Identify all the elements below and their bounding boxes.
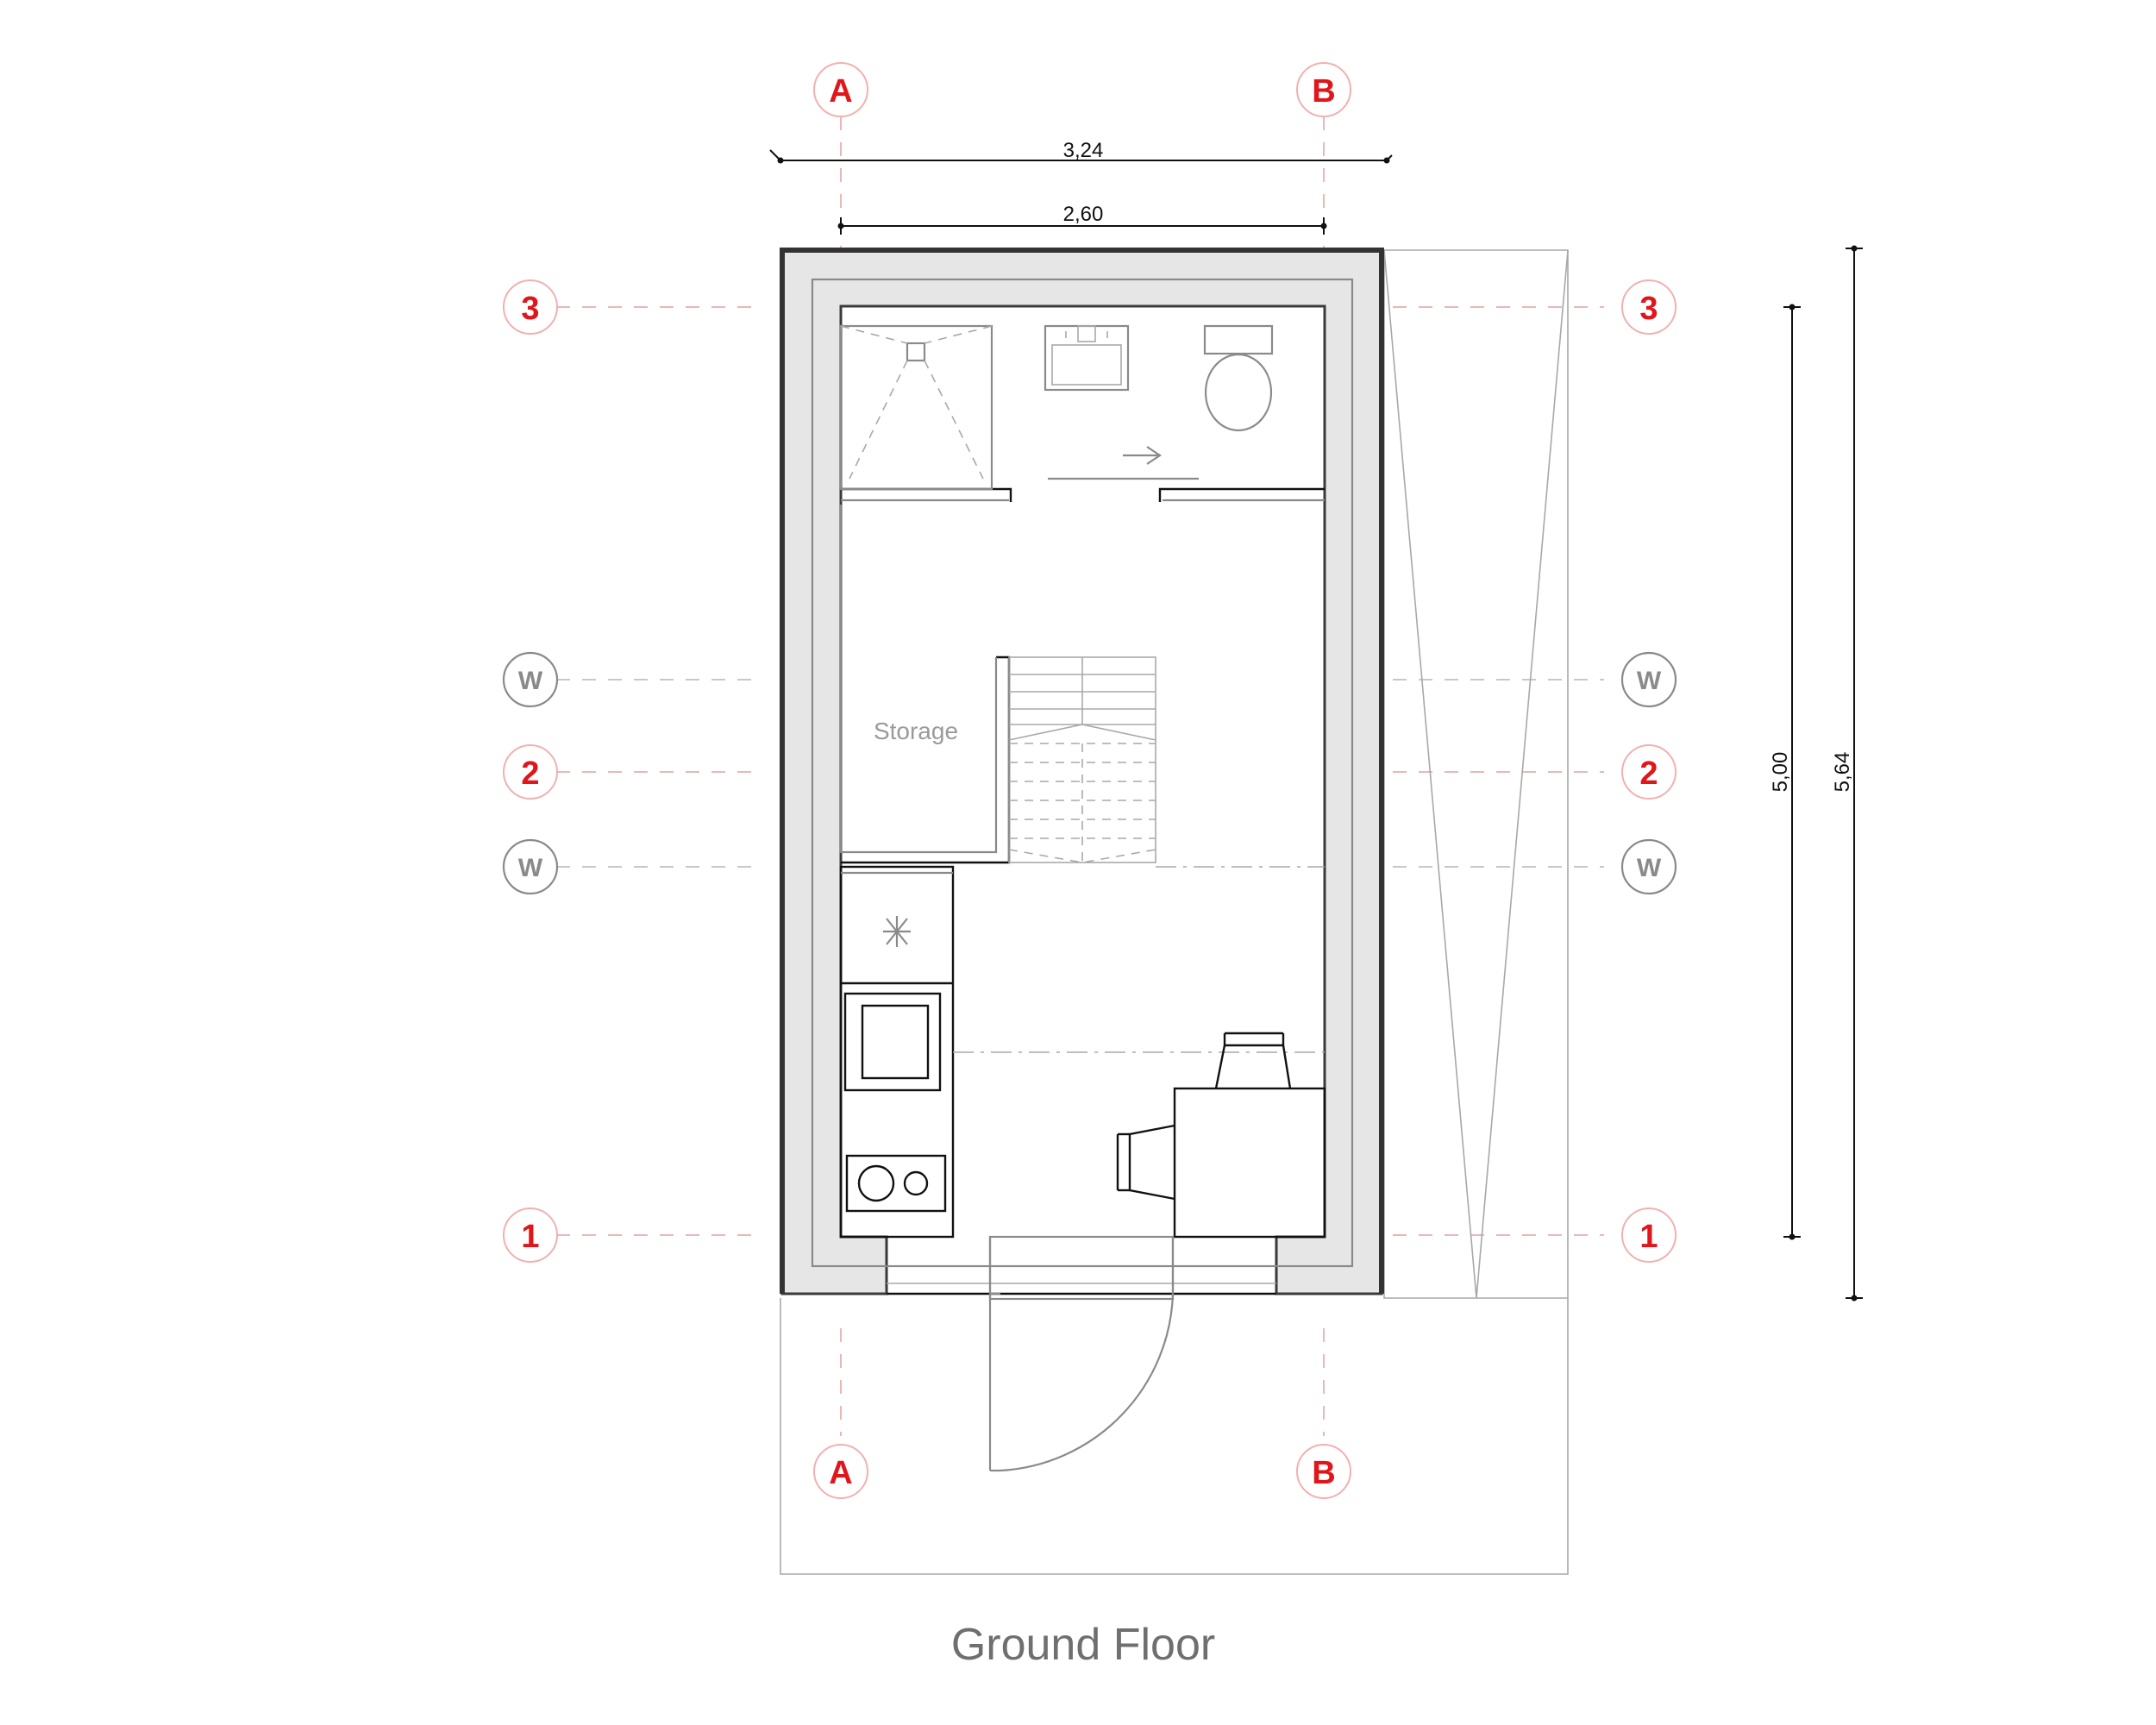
grid-bubble-3-right: 3 (1621, 279, 1677, 335)
chair-left (1128, 1124, 1175, 1201)
storage: Storage (839, 505, 1011, 864)
svg-text:A: A (829, 73, 852, 110)
inner-length-label: 5,00 (1769, 752, 1792, 793)
arrow-right-icon (1048, 446, 1199, 480)
stairs (1008, 656, 1325, 868)
grid-bubble-1-left: 1 (503, 1208, 558, 1263)
window-marker-upper-left: W (502, 651, 559, 708)
svg-text:A: A (829, 1455, 852, 1491)
grid-bubbles: A B A B 3 3 2 (502, 62, 1677, 1499)
window-marker-lower-right: W (1620, 838, 1677, 895)
grid-bubble-3-left: 3 (503, 279, 558, 335)
outer-wall-shadow (780, 248, 1384, 1294)
kitchen-sink (843, 992, 942, 1092)
grid-bubble-2-left: 2 (503, 744, 558, 800)
svg-text:2: 2 (521, 756, 539, 792)
svg-text:B: B (1312, 1455, 1335, 1491)
svg-text:B: B (1312, 73, 1335, 110)
outer-width-label: 3,24 (1063, 139, 1104, 162)
dimension-outer-length: 5,64 (1831, 245, 1863, 1302)
outer-wall (780, 248, 1383, 1295)
svg-text:1: 1 (521, 1219, 539, 1255)
svg-text:2: 2 (1639, 756, 1658, 792)
walls (780, 248, 1384, 1295)
entrance-door (988, 1235, 1175, 1472)
svg-text:W: W (518, 667, 543, 695)
grid-bubble-1-right: 1 (1621, 1208, 1677, 1263)
dining (953, 1032, 1326, 1239)
grid-bubble-a-top: A (813, 62, 868, 117)
toilet (1203, 324, 1274, 432)
kitchen (839, 865, 955, 1239)
dimension-inner-length: 5,00 (1769, 304, 1801, 1240)
svg-text:W: W (1637, 854, 1662, 882)
grid-lines (556, 116, 1604, 1436)
ventilation-icon (883, 916, 911, 947)
inner-width-label: 2,60 (1063, 203, 1104, 226)
svg-text:1: 1 (1639, 1219, 1658, 1255)
dining-table (1173, 1087, 1326, 1239)
site-outline (780, 249, 1569, 1575)
bathroom (839, 324, 1325, 502)
grid-bubble-a-bottom: A (813, 1444, 868, 1499)
storage-label: Storage (874, 718, 958, 744)
grid-bubble-b-bottom: B (1296, 1444, 1351, 1499)
dimension-inner-width: 2,60 (837, 203, 1327, 235)
window-marker-upper-right: W (1620, 651, 1677, 708)
svg-text:3: 3 (1639, 291, 1658, 327)
cooktop (845, 1154, 947, 1213)
chair-top (1214, 1044, 1292, 1089)
svg-text:W: W (518, 854, 543, 882)
shower (839, 324, 993, 491)
dimension-outer-width: 3,24 (769, 139, 1393, 164)
grid-bubble-2-right: 2 (1621, 744, 1677, 800)
svg-text:3: 3 (521, 291, 539, 327)
svg-text:W: W (1637, 667, 1662, 695)
grid-bubble-b-top: B (1296, 62, 1351, 117)
sink (1044, 324, 1130, 392)
outer-length-label: 5,64 (1831, 752, 1854, 793)
plan-title: Ground Floor (951, 1620, 1215, 1670)
window-marker-lower-left: W (502, 838, 559, 895)
